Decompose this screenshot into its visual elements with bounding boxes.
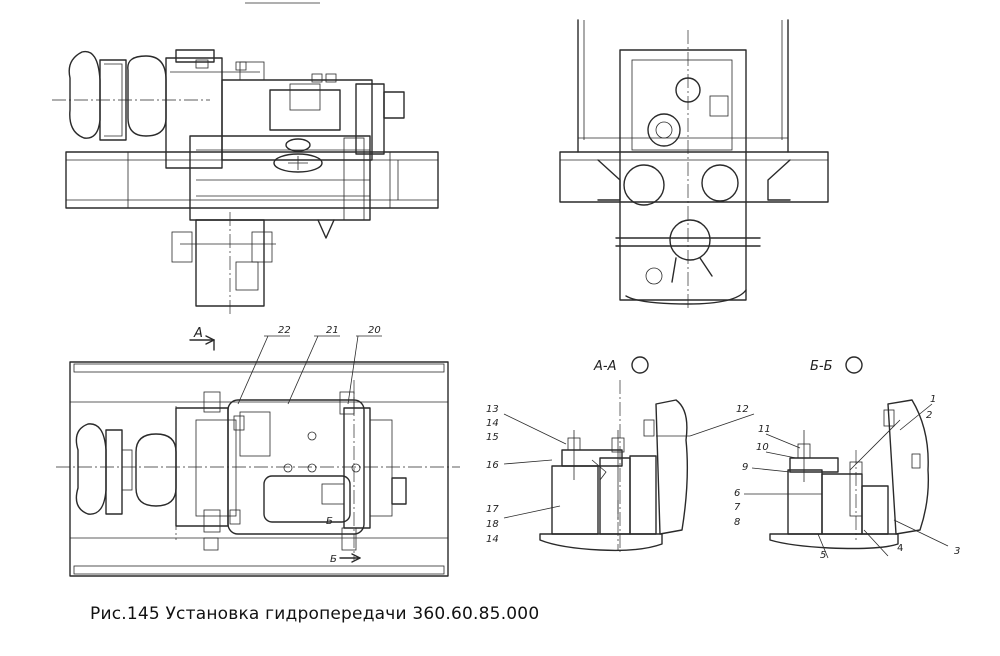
section-a-a	[503, 356, 755, 552]
callout-17: 17	[486, 504, 499, 515]
callout-3: 3	[954, 546, 960, 557]
callout-15: 15	[486, 432, 499, 443]
labels: А А-А Б-Б Б Б 22 21 20 13 14 15 16 17 18…	[193, 325, 960, 565]
callout-21: 21	[326, 325, 339, 336]
callout-1: 1	[930, 394, 936, 405]
callout-10: 10	[756, 442, 769, 453]
callout-14b: 14	[486, 534, 499, 545]
callout-5: 5	[820, 550, 826, 561]
arrow-b-label-2: Б	[330, 554, 337, 565]
callout-18: 18	[486, 519, 499, 530]
callout-7: 7	[734, 502, 741, 513]
callout-11: 11	[758, 424, 771, 435]
callout-4: 4	[897, 543, 903, 554]
section-b-b	[744, 356, 949, 559]
callout-9: 9	[742, 462, 748, 473]
callout-13: 13	[486, 404, 499, 415]
section-b-b-title: Б-Б	[810, 359, 833, 374]
plan-view	[56, 335, 460, 577]
arrow-a-label: А	[193, 326, 203, 341]
callout-12: 12	[736, 404, 749, 415]
callout-20: 20	[368, 325, 381, 336]
front-view	[559, 19, 829, 310]
section-a-a-title: А-А	[593, 359, 616, 374]
callout-8: 8	[734, 517, 740, 528]
arrow-b-label-1: Б	[326, 516, 333, 527]
callout-16: 16	[486, 460, 499, 471]
callout-2: 2	[926, 410, 932, 421]
callout-22: 22	[278, 325, 291, 336]
side-view	[52, 49, 439, 316]
figure-caption: Рис.145 Установка гидропередачи 360.60.8…	[90, 604, 540, 624]
callout-14: 14	[486, 418, 499, 429]
callout-6: 6	[734, 488, 740, 499]
